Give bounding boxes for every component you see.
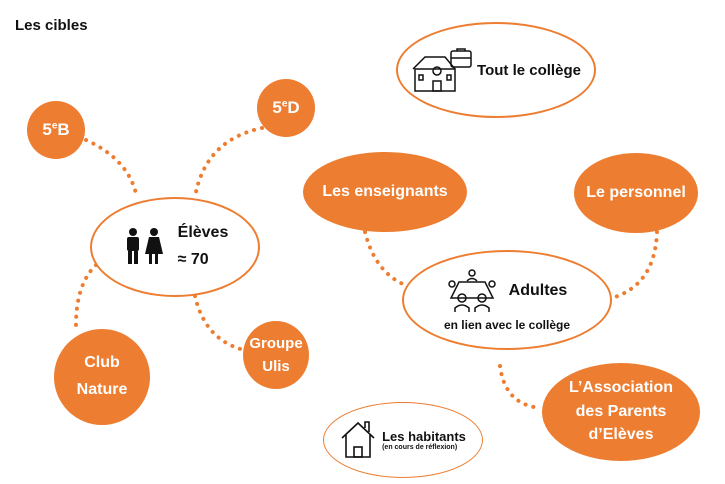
habitants-sub: (en cours de réflexion): [382, 444, 458, 451]
eleves-count: ≈ 70: [177, 251, 209, 268]
node-personnel: Le personnel: [574, 153, 698, 233]
node-5b: 5eB: [27, 101, 85, 159]
connector-club: [73, 263, 98, 332]
meeting-table-icon: [447, 269, 496, 312]
connector-ulis: [193, 294, 246, 352]
node-5d: 5eD: [257, 79, 315, 137]
habitants-label: Les habitants: [382, 429, 466, 444]
page-title: Les cibles: [15, 17, 88, 34]
node-tout-le-college: Tout le collège: [396, 22, 596, 118]
students-icon: [126, 228, 163, 264]
house-icon: [341, 421, 375, 458]
node-adultes: Adultes en lien avec le collège: [402, 250, 612, 350]
node-enseignants: Les enseignants: [303, 152, 467, 232]
eleves-label: Élèves: [177, 224, 229, 242]
school-building-icon: [412, 48, 472, 92]
connector-5d: [193, 126, 264, 199]
connector-ape: [498, 364, 543, 410]
adultes-label: Adultes: [508, 282, 568, 299]
node-habitants: Les habitants (en cours de réflexion): [323, 402, 483, 478]
node-eleves: Élèves ≈ 70: [90, 197, 260, 297]
connector-5b: [84, 138, 139, 200]
college-label: Tout le collège: [477, 61, 581, 79]
connector-enseignants: [363, 230, 407, 287]
adultes-sub: en lien avec le collège: [443, 318, 571, 332]
connector-personnel: [610, 230, 659, 300]
